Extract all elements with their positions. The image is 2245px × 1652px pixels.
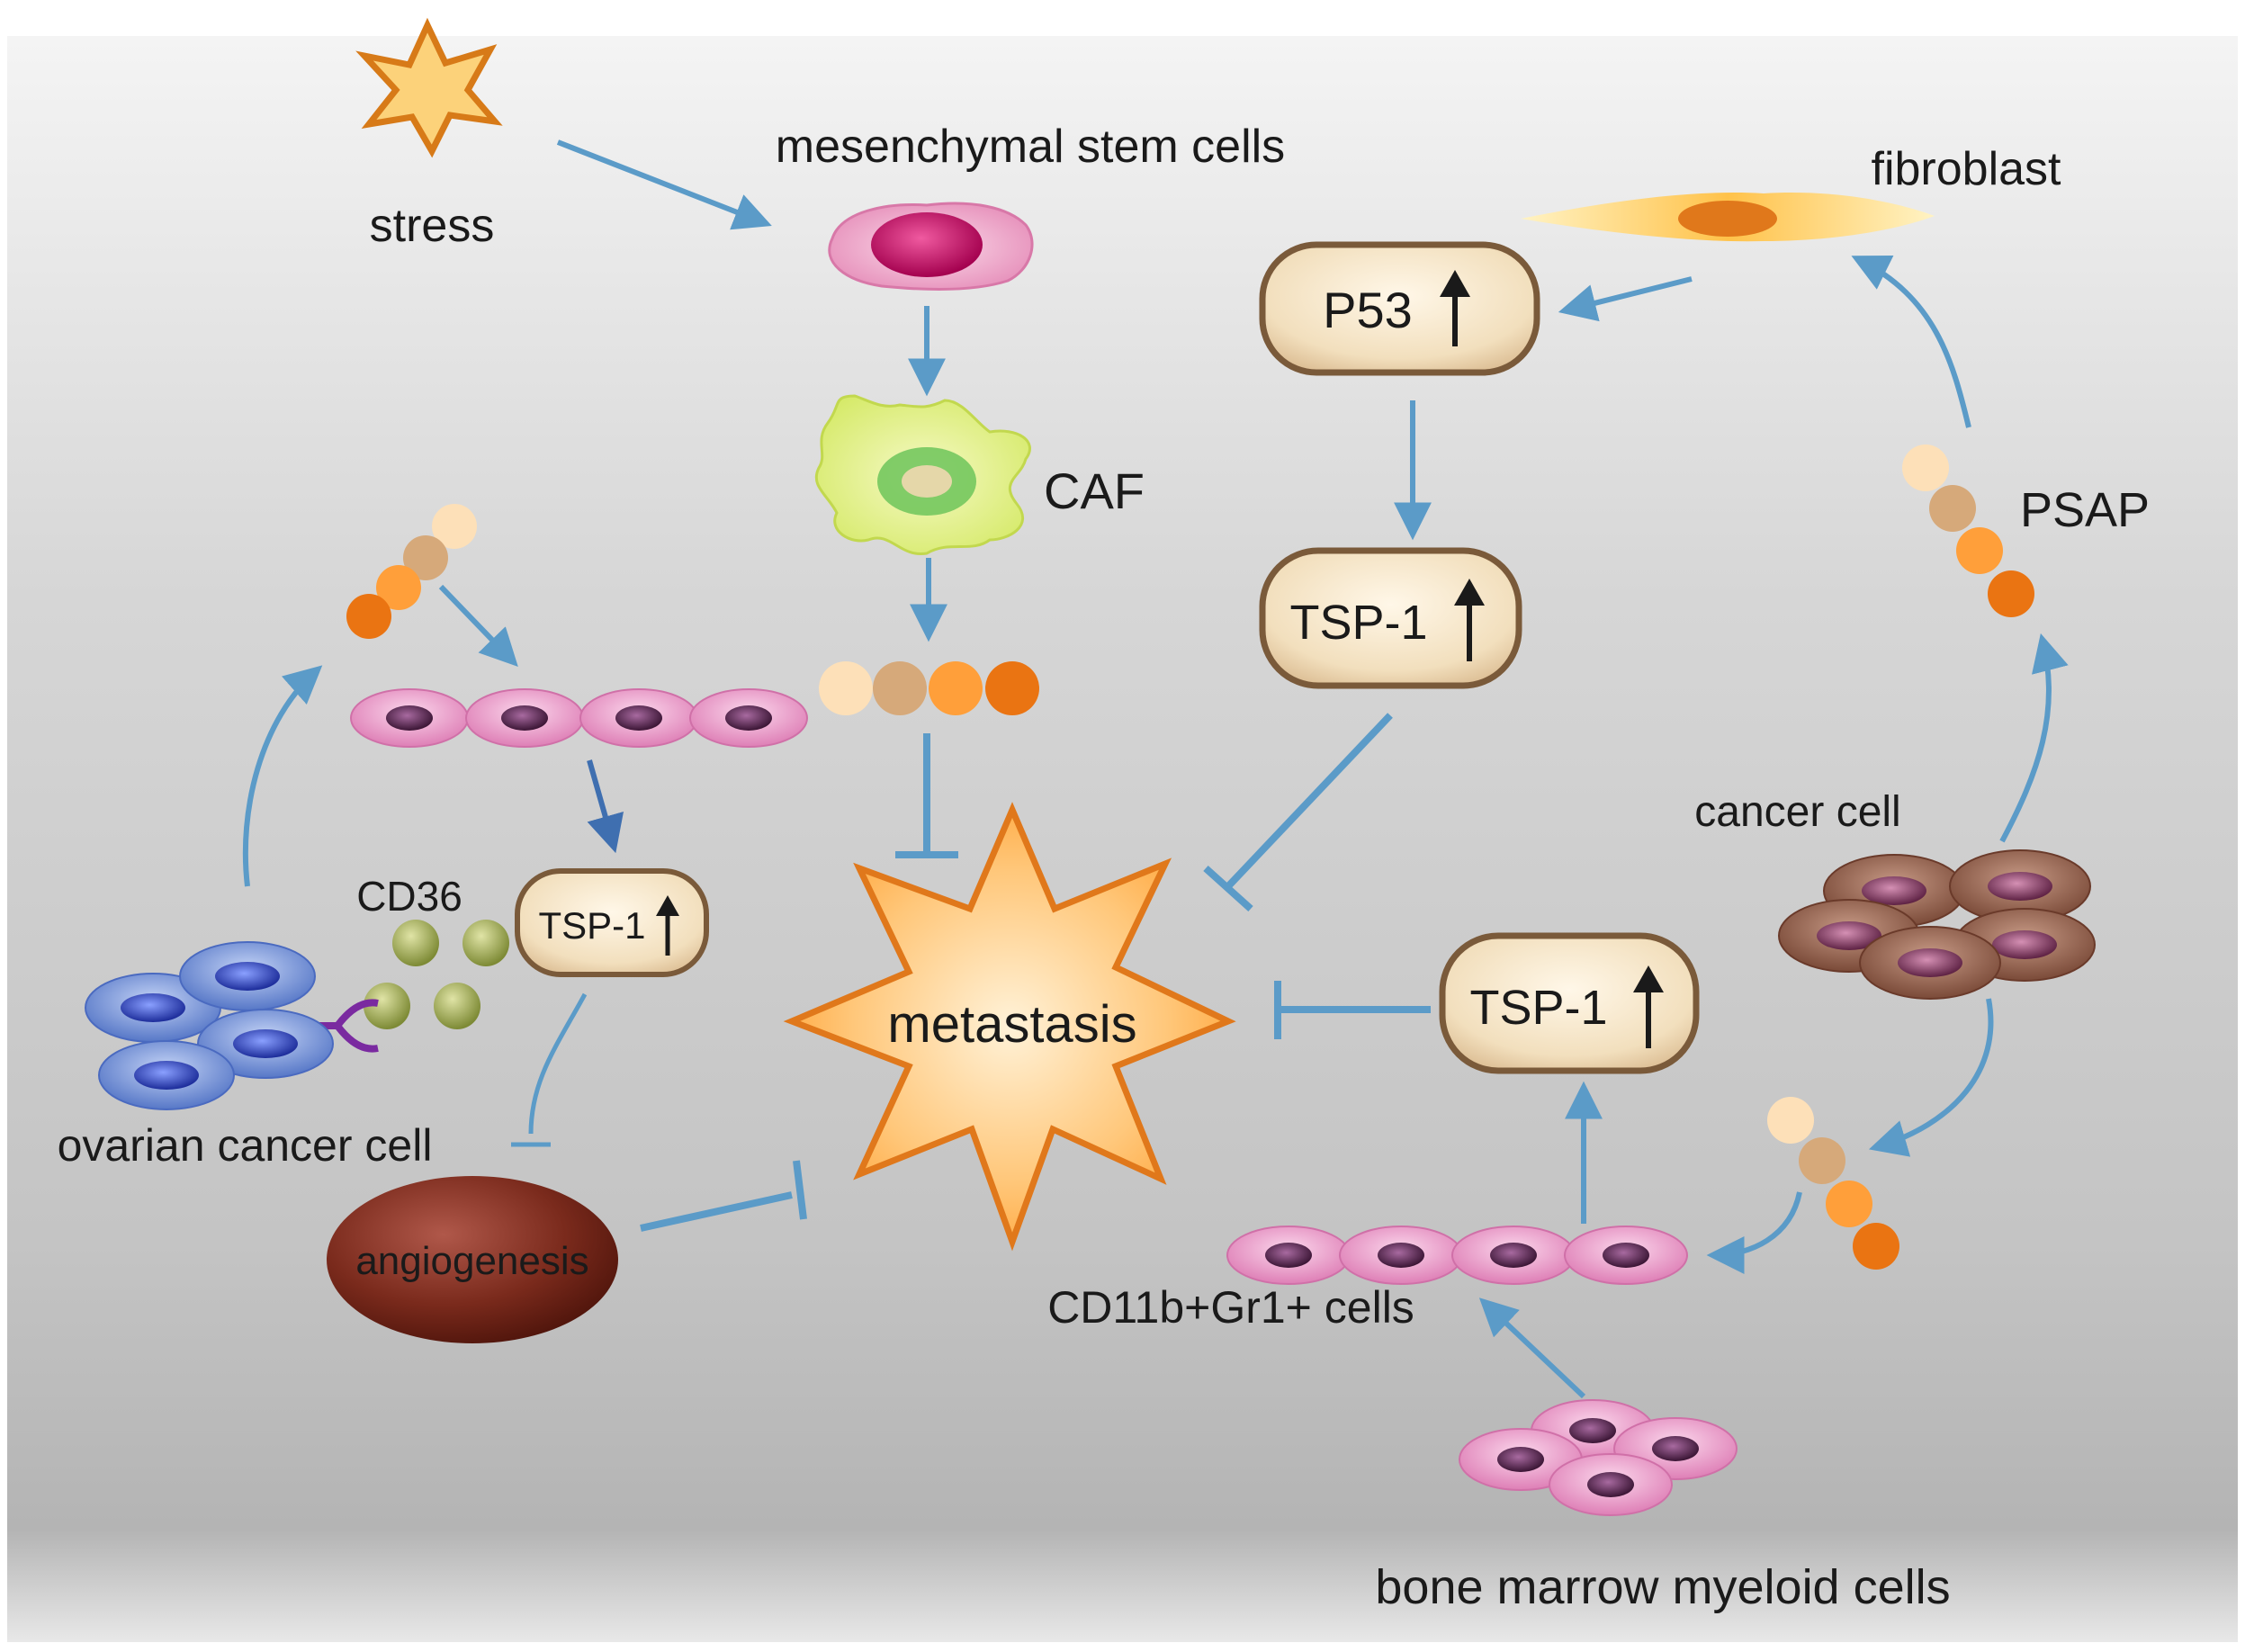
label-angiogenesis: angiogenesis bbox=[355, 1239, 588, 1283]
arrow-cancer-to-beads bbox=[1868, 998, 1994, 1157]
tsp1-top-pill bbox=[1259, 547, 1522, 689]
cd36-balls-icon bbox=[364, 920, 509, 1029]
inhibit-tsp1-top-line bbox=[1226, 713, 1393, 889]
metastasis-star-icon bbox=[783, 802, 1236, 1252]
label-caf: CAF bbox=[1044, 462, 1145, 519]
tsp1-right-up-arrow-icon bbox=[1633, 965, 1664, 1048]
label-cancer-cell: cancer cell bbox=[1694, 788, 1900, 836]
arrow-pink-to-tsp1 bbox=[587, 759, 624, 854]
tsp1-left-label: TSP-1 bbox=[538, 904, 645, 947]
label-bone-marrow: bone marrow myeloid cells bbox=[1375, 1560, 1950, 1614]
label-ovarian: ovarian cancer cell bbox=[58, 1120, 433, 1171]
label-fibroblast: fibroblast bbox=[1872, 143, 2062, 195]
label-psap: PSAP bbox=[2020, 483, 2150, 537]
caf-beads-icon bbox=[819, 661, 1039, 715]
lower-psap-beads-icon bbox=[1767, 1097, 1899, 1270]
tsp1-right-label: TSP-1 bbox=[1469, 981, 1607, 1035]
arrow-cancer-to-psap bbox=[1999, 633, 2069, 843]
inhibit-tsp1-left-line bbox=[528, 992, 588, 1135]
inhibit-tsp1-top-bar bbox=[1203, 866, 1253, 911]
label-cd11b: CD11b+Gr1+ cells bbox=[1047, 1282, 1414, 1333]
tsp1-top-up-arrow-icon bbox=[1454, 579, 1485, 661]
left-pink-cells-icon bbox=[350, 688, 808, 748]
arrow-ovarian-to-beads bbox=[242, 665, 323, 887]
msc-nucleus-icon bbox=[871, 212, 983, 277]
bone-marrow-cells-icon bbox=[1459, 1399, 1738, 1516]
stress-star-icon bbox=[355, 17, 503, 158]
left-beads-icon bbox=[346, 504, 477, 639]
p53-pill bbox=[1259, 241, 1540, 376]
arrow-bone-to-cd11b bbox=[1478, 1297, 1586, 1399]
inhibit-angio-line bbox=[640, 1191, 793, 1232]
label-stress: stress bbox=[370, 200, 495, 252]
arrow-fibroblast-to-p53 bbox=[1558, 276, 1693, 322]
background bbox=[7, 36, 2238, 1642]
label-metastasis: metastasis bbox=[887, 995, 1136, 1054]
fibroblast-nucleus-icon bbox=[1678, 201, 1777, 237]
arrow-stress-to-msc bbox=[556, 139, 772, 230]
inhibit-angio-bar bbox=[793, 1160, 807, 1220]
label-cd36: CD36 bbox=[356, 873, 462, 920]
arrow-psap-to-fibroblast bbox=[1851, 256, 1971, 428]
ovarian-cell-cluster-icon bbox=[85, 941, 334, 1110]
arrow-beads-to-cd11b bbox=[1706, 1191, 1802, 1274]
tsp1-left-up-arrow-icon bbox=[656, 895, 679, 956]
tsp1-right-pill bbox=[1439, 932, 1700, 1074]
angiogenesis-oval bbox=[327, 1176, 618, 1343]
cancer-cell-cluster-icon bbox=[1778, 849, 2096, 1000]
tsp1-left-pill bbox=[515, 868, 709, 977]
caf-inner-icon bbox=[902, 465, 952, 498]
cd11b-cells-icon bbox=[1226, 1226, 1688, 1285]
p53-label: P53 bbox=[1323, 282, 1413, 338]
tsp1-top-label: TSP-1 bbox=[1289, 596, 1427, 650]
arrow-beads-to-pink bbox=[438, 584, 518, 668]
label-mesenchymal: mesenchymal stem cells bbox=[776, 121, 1285, 173]
p53-up-arrow-icon bbox=[1440, 270, 1470, 346]
psap-beads-icon bbox=[1902, 444, 2034, 617]
